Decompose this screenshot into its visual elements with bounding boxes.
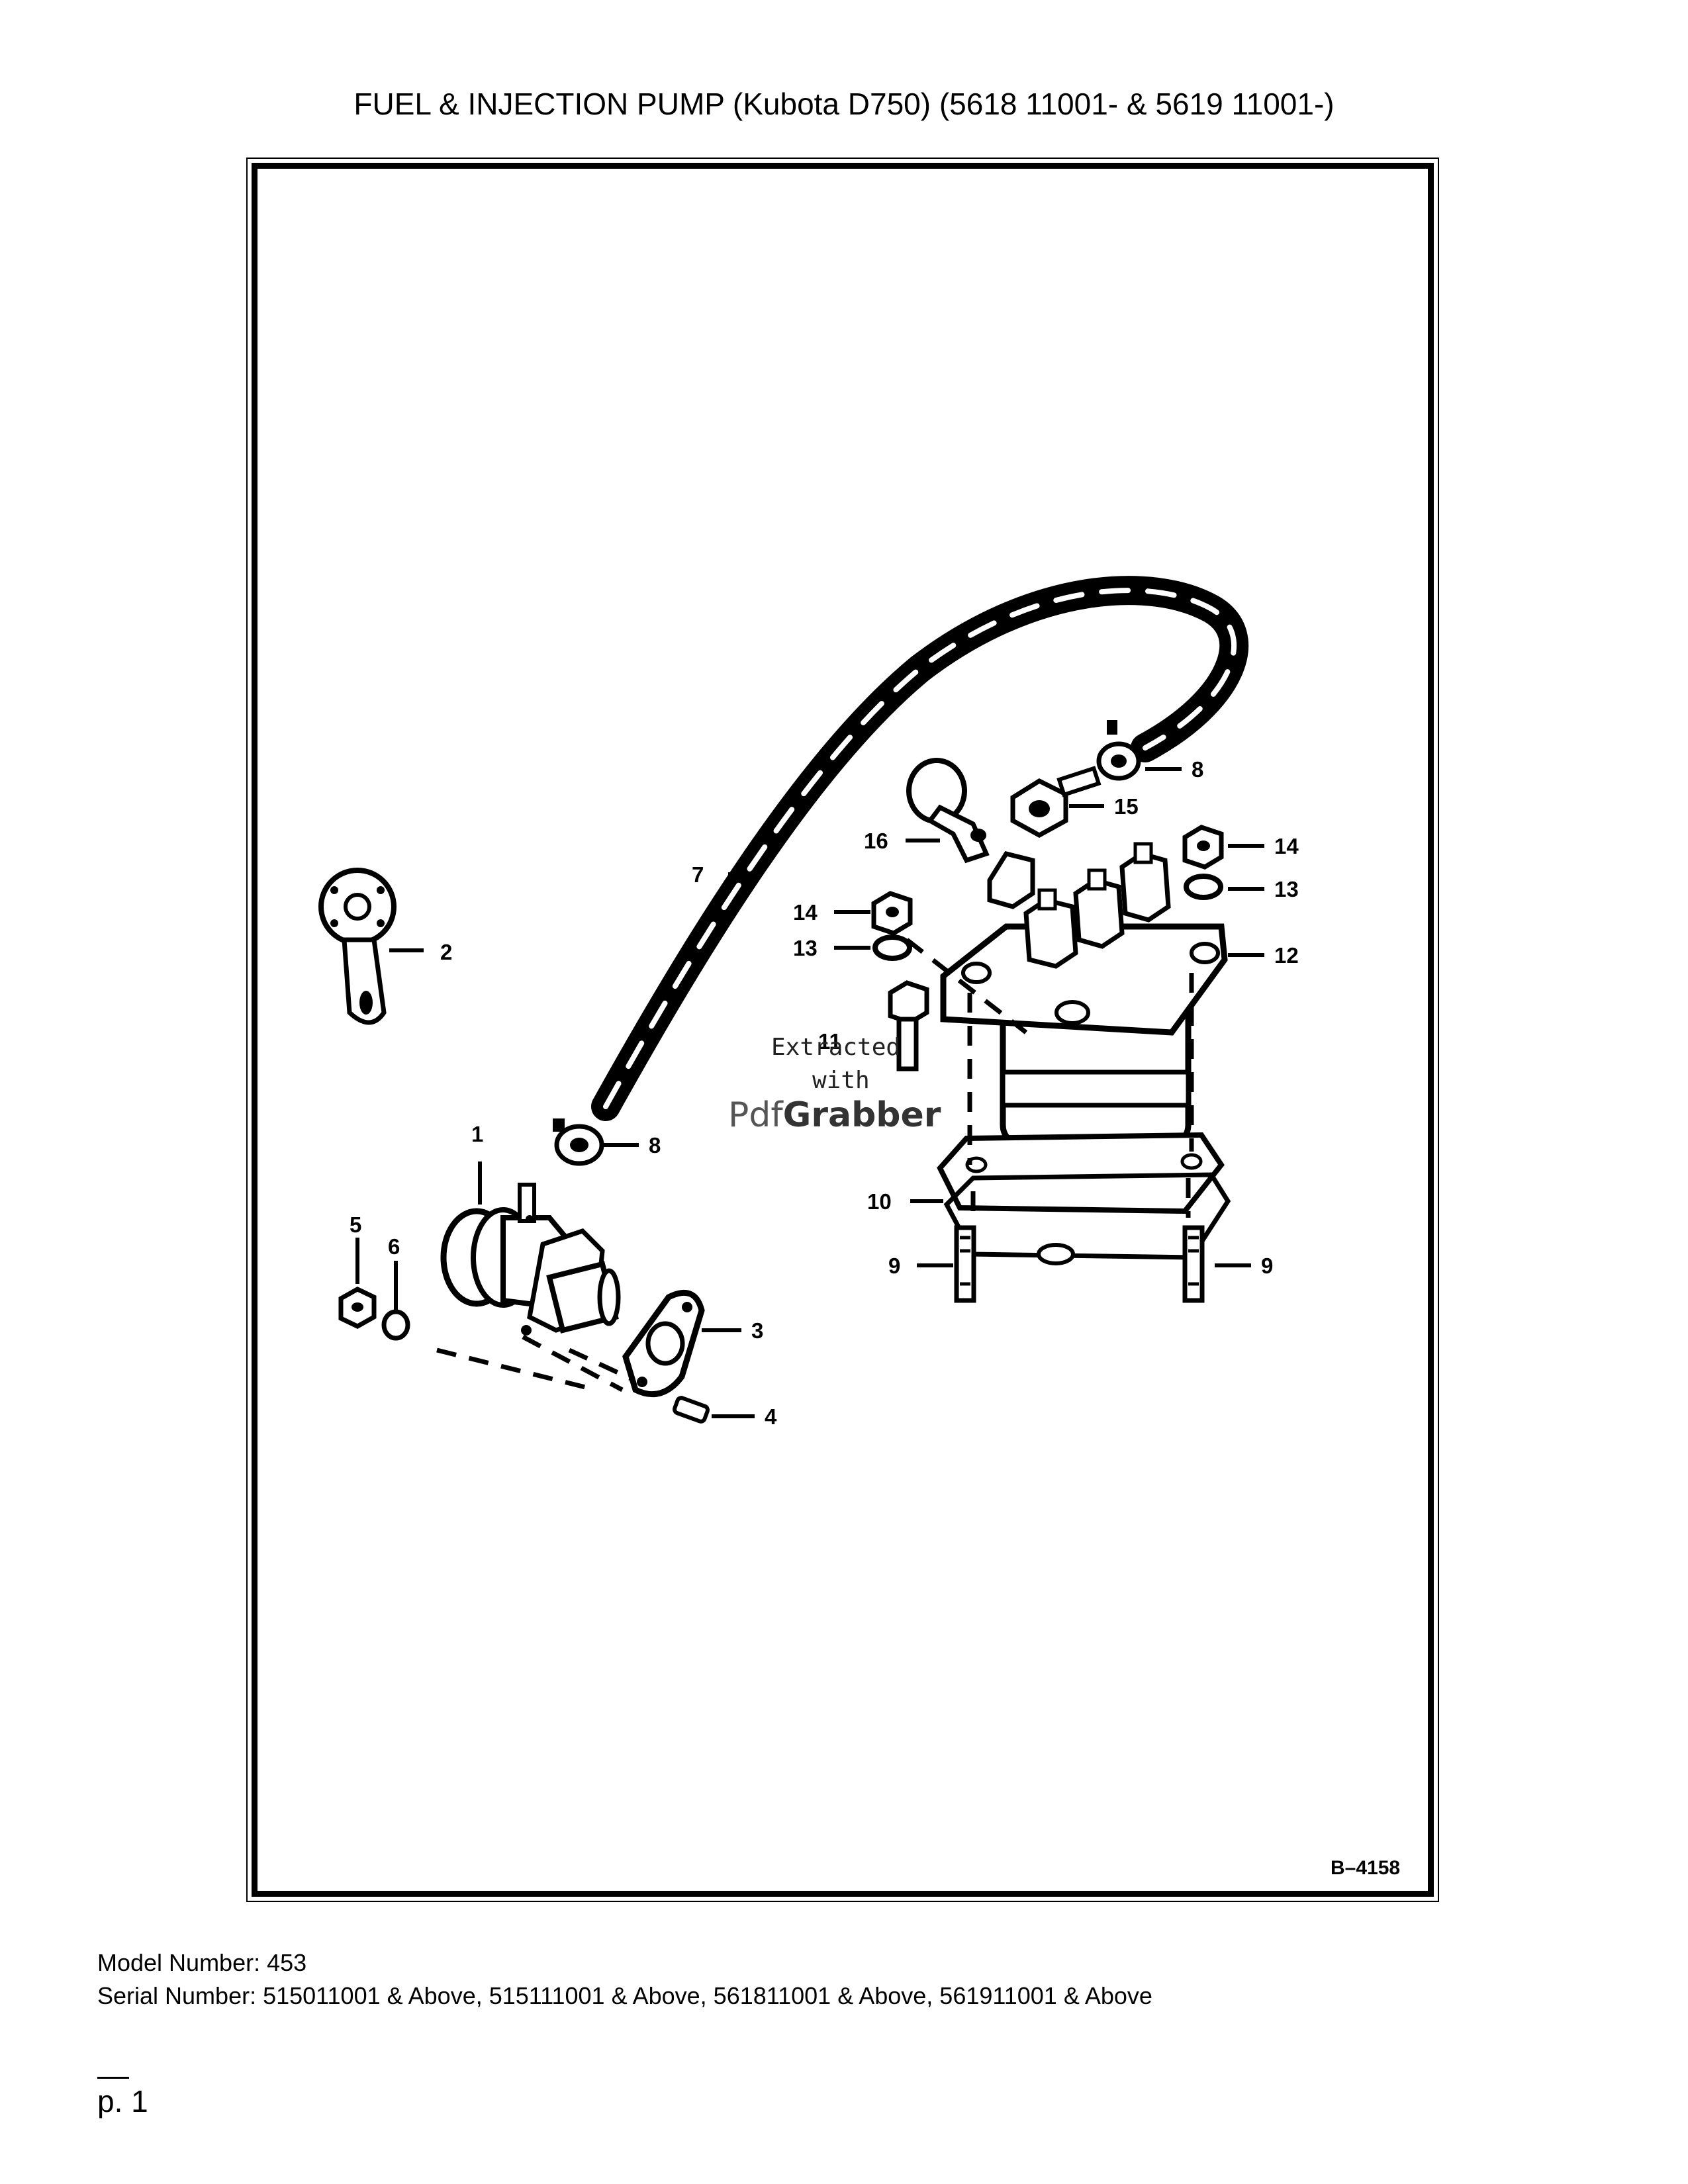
elbow-fitting <box>906 758 990 864</box>
callout-13-left: 13 <box>793 936 818 960</box>
callout-11: 11 <box>818 1029 841 1054</box>
stud-right <box>1182 1225 1205 1303</box>
callout-6: 6 <box>388 1234 400 1259</box>
callout-10: 10 <box>867 1189 892 1214</box>
feed-pump-washer <box>381 1309 410 1341</box>
callout-14-right: 14 <box>1274 834 1299 858</box>
level-gauge <box>318 868 397 1025</box>
hose-clamp-upper <box>1096 720 1141 781</box>
watermark-logo-grabber: Grabber <box>782 1095 941 1135</box>
callout-9-left: 9 <box>888 1253 900 1278</box>
page-rule <box>97 2077 129 2079</box>
injection-pump <box>940 842 1228 1148</box>
bolt <box>888 980 929 1071</box>
page-number: p. 1 <box>97 2084 148 2118</box>
callout-4: 4 <box>765 1404 777 1429</box>
callout-12: 12 <box>1274 943 1299 968</box>
callout-3: 3 <box>751 1318 763 1343</box>
feed-pump <box>440 1183 621 1336</box>
callout-7: 7 <box>692 862 704 887</box>
nut-right <box>1182 825 1224 870</box>
page-title: FUEL & INJECTION PUMP (Kubota D750) (561… <box>353 87 1335 121</box>
model-number: Model Number: 453 <box>97 1949 307 1976</box>
watermark-line-1: Extracted <box>771 1034 901 1061</box>
figure-frame-outer <box>246 158 1439 1902</box>
figure-frame-inner <box>252 163 1434 1897</box>
callout-16: 16 <box>864 829 888 853</box>
watermark-logo-pdf: Pdf <box>728 1095 783 1135</box>
hose-clamp-lower <box>553 1118 604 1166</box>
leader-lines <box>355 767 1264 1418</box>
callout-15: 15 <box>1114 794 1139 819</box>
callout-2: 2 <box>440 940 452 964</box>
feed-pump-gasket <box>622 1289 705 1398</box>
nut-left <box>871 891 913 936</box>
set-screw <box>673 1396 710 1424</box>
figure-code: B–4158 <box>1331 1857 1401 1879</box>
washer-left <box>872 934 912 961</box>
feed-pump-nut <box>338 1287 377 1329</box>
watermark-logo: PdfGrabber <box>728 1095 941 1135</box>
callout-5: 5 <box>350 1212 361 1237</box>
callout-1: 1 <box>471 1122 483 1146</box>
stud-left <box>954 1225 976 1303</box>
callout-13-right: 13 <box>1274 877 1299 901</box>
washer-right <box>1184 874 1223 900</box>
callout-14-left: 14 <box>793 900 818 925</box>
callout-9-right: 9 <box>1261 1253 1273 1278</box>
banjo-fitting <box>1010 766 1102 838</box>
watermark-line-2: with <box>812 1067 870 1094</box>
callout-8-lower: 8 <box>649 1133 661 1158</box>
callout-8-upper: 8 <box>1192 757 1203 782</box>
pump-gasket <box>937 1132 1225 1214</box>
serial-number: Serial Number: 515011001 & Above, 515111… <box>97 1982 1152 2009</box>
